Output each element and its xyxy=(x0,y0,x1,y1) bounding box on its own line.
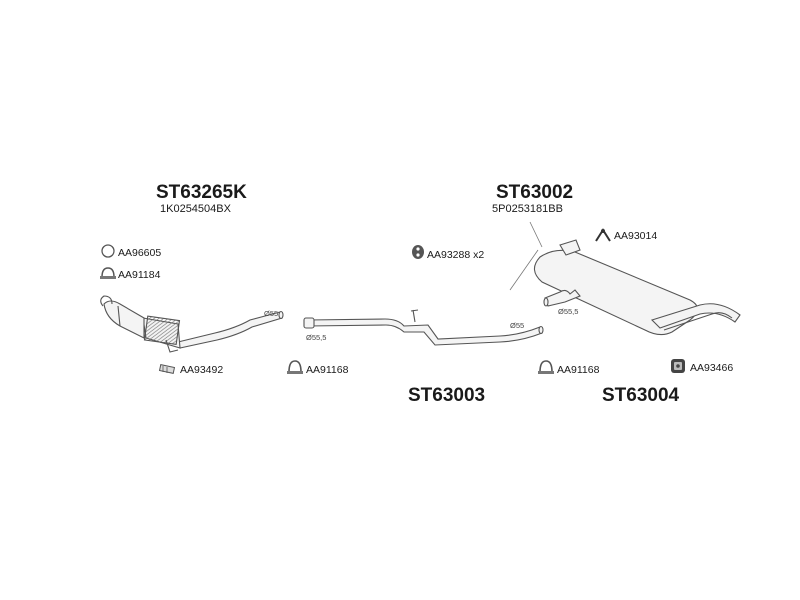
ring-gasket-icon xyxy=(101,244,115,258)
rear-silencer xyxy=(509,221,741,336)
rubber-mount-icon xyxy=(671,359,685,373)
assembly-code-silencer: ST63004 xyxy=(602,385,680,406)
assembly-code-middle: ST63003 xyxy=(408,385,486,406)
part-clamp-middle: AA91168 xyxy=(306,364,349,376)
catalytic-converter-front-pipe xyxy=(100,295,284,353)
part-ring: AA96605 xyxy=(118,247,162,259)
diameter-mid-inlet: Ø55,5 xyxy=(306,333,327,342)
diameter-cat-outlet: Ø55 xyxy=(264,309,279,318)
clamp-icon xyxy=(287,360,303,374)
rubber-hanger-icon xyxy=(412,245,424,259)
assembly-code-rear: ST63002 xyxy=(496,182,574,203)
part-clamp-right: AA91168 xyxy=(557,364,600,376)
part-rubber-mount: AA93466 xyxy=(690,362,734,374)
part-bolt: AA93492 xyxy=(180,364,224,376)
clamp-icon xyxy=(538,360,554,374)
oem-number-rear: 5P0253181BB xyxy=(492,203,563,215)
diameter-rear-inlet: Ø55,5 xyxy=(558,307,579,316)
part-bracket: AA93014 xyxy=(614,230,658,242)
oem-number-front: 1K0254504BX xyxy=(160,203,231,215)
clamp-icon xyxy=(100,267,116,279)
intermediate-pipe xyxy=(303,309,544,346)
assembly-code-front: ST63265K xyxy=(156,182,247,203)
part-clamp-left: AA91184 xyxy=(118,269,161,281)
bracket-icon xyxy=(595,228,611,242)
diameter-mid-outlet: Ø55 xyxy=(510,321,525,330)
bolt-icon xyxy=(158,364,176,374)
part-hanger-middle: AA93288 x2 xyxy=(427,249,485,261)
